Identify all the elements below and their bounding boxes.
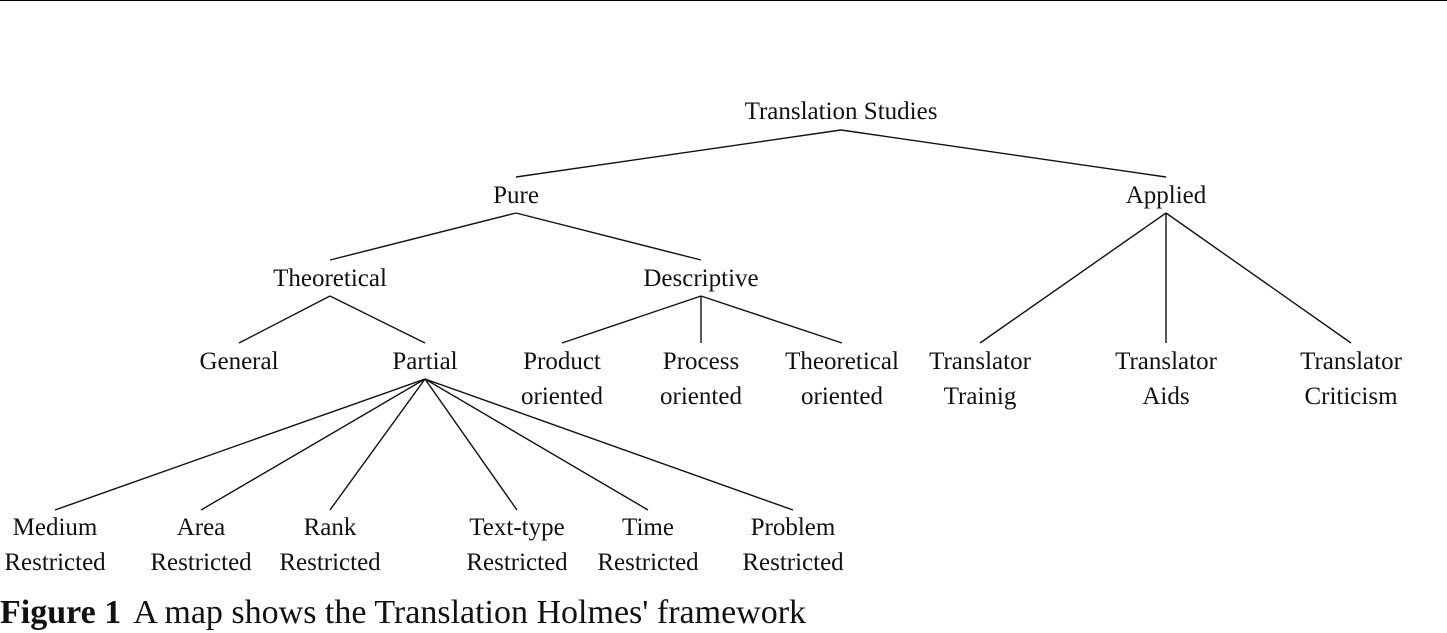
node-problem-restricted: Problem Restricted bbox=[742, 514, 844, 576]
node-area-restricted: Area Restricted bbox=[150, 514, 252, 576]
edge-partial-rank bbox=[329, 378, 426, 511]
node-product-oriented: Product oriented bbox=[521, 348, 603, 410]
node-partial: Partial bbox=[392, 348, 458, 375]
edge-theoretical-partial bbox=[329, 295, 426, 344]
figure-caption-label: Figure 1 bbox=[0, 594, 122, 631]
node-theoretical: Theoretical bbox=[273, 265, 387, 292]
edge-root-applied bbox=[840, 129, 1167, 178]
node-rank-restricted: Rank Restricted bbox=[279, 514, 381, 576]
node-time-restricted: Time Restricted bbox=[597, 514, 699, 576]
node-general: General bbox=[199, 348, 279, 375]
figure-caption-text: A map shows the Translation Holmes' fram… bbox=[133, 594, 807, 631]
edge-partial-area bbox=[200, 378, 426, 511]
node-applied: Applied bbox=[1125, 182, 1207, 209]
node-translator-trainig: Translator Trainig bbox=[929, 348, 1031, 410]
edge-descriptive-theo_oriented bbox=[700, 295, 843, 344]
node-translator-criticism: Translator Criticism bbox=[1300, 348, 1402, 410]
node-translator-aids: Translator Aids bbox=[1115, 348, 1217, 410]
edge-applied-trainig bbox=[979, 212, 1167, 344]
figure-caption: Figure 1 A map shows the Translation Holm… bbox=[0, 593, 806, 633]
edge-theoretical-general bbox=[238, 295, 331, 344]
node-medium-restricted: Medium Restricted bbox=[4, 514, 106, 576]
edge-pure-theoretical bbox=[329, 212, 517, 261]
edge-partial-texttype bbox=[424, 378, 518, 511]
tree-edges bbox=[54, 129, 1352, 511]
edge-pure-descriptive bbox=[515, 212, 702, 261]
edge-partial-medium bbox=[54, 378, 426, 511]
edge-descriptive-product bbox=[561, 295, 702, 344]
edge-applied-criticism bbox=[1165, 212, 1352, 344]
node-pure: Pure bbox=[493, 182, 539, 209]
node-translation-studies: Translation Studies bbox=[744, 98, 938, 125]
edge-partial-problem bbox=[424, 378, 794, 511]
node-descriptive: Descriptive bbox=[643, 265, 759, 292]
edge-partial-time bbox=[424, 378, 649, 511]
node-text-type-restricted: Text-type Restricted bbox=[466, 514, 568, 576]
node-process-oriented: Process oriented bbox=[660, 348, 742, 410]
edge-root-pure bbox=[515, 129, 842, 178]
node-theoretical-oriented: Theoretical oriented bbox=[785, 348, 899, 410]
